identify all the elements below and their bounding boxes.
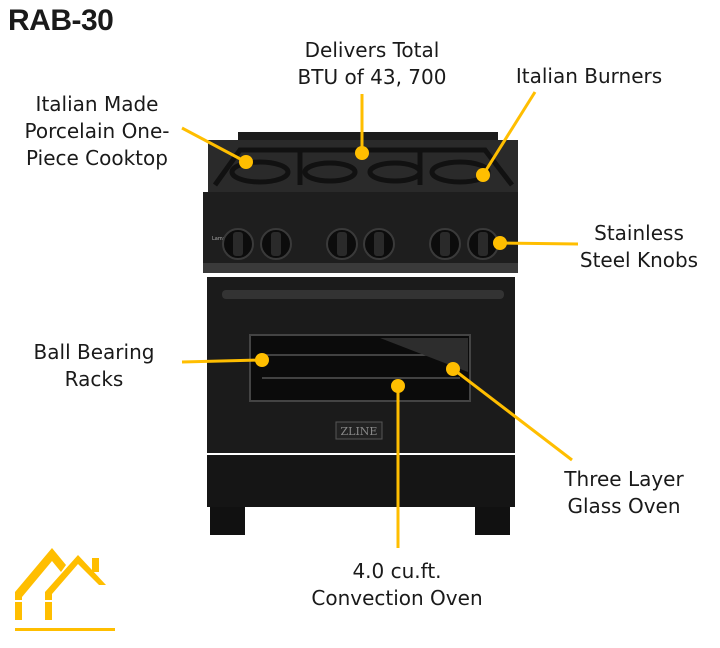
foot-left [210,507,245,535]
brand-badge [335,421,383,440]
callout-burners: Italian Burners [515,64,663,88]
backguard [238,132,498,142]
knobs [222,228,499,260]
callout-lines [181,91,579,548]
storage-drawer [207,455,515,507]
lamp-label: Lamp [212,236,226,242]
callout-capacity: 4.0 cu.ft.Convection Oven [311,559,483,610]
house-roofs-icon [15,548,115,631]
knob-grip [271,232,281,256]
model-title: RAB-30 [8,4,114,37]
knob-grip [233,232,243,256]
control-panel [203,192,518,267]
brand-text: ZLINE [341,425,378,438]
knob-grip [337,232,347,256]
door-handle [222,290,504,299]
knob-grip [374,232,384,256]
foot-right [475,507,510,535]
knob-grip [478,232,488,256]
knob-grip [440,232,450,256]
